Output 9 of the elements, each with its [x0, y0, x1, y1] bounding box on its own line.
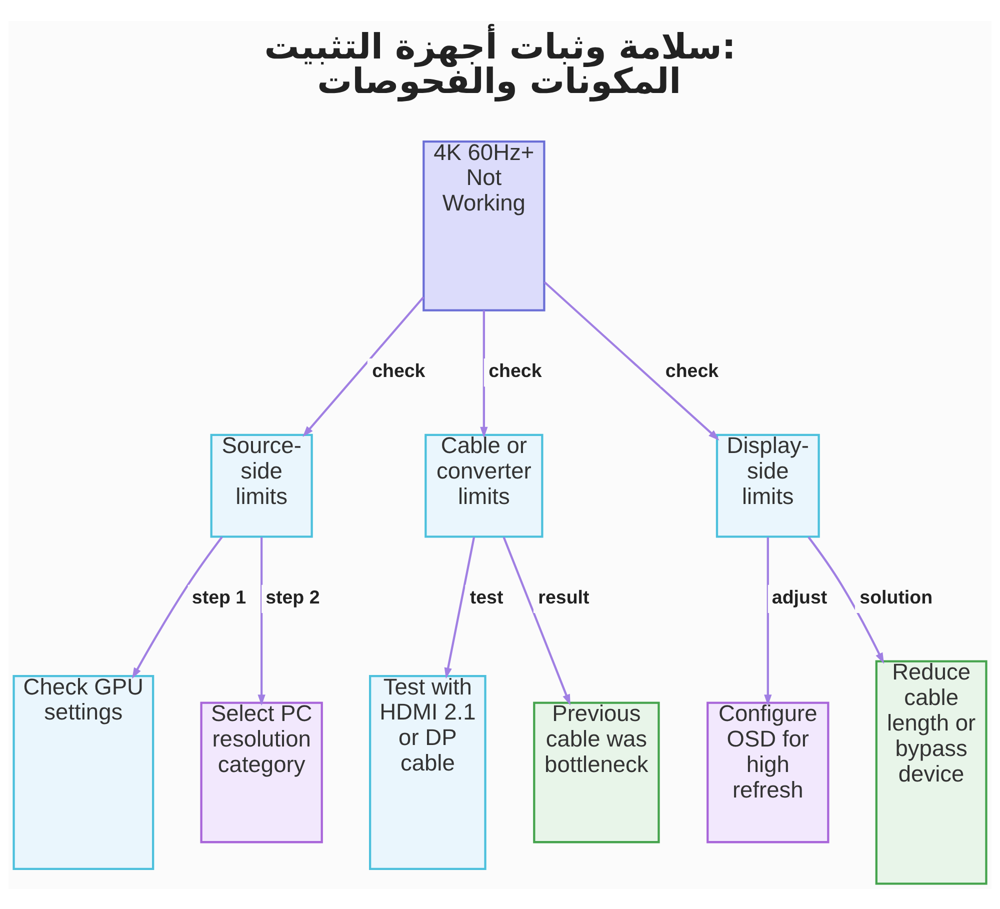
- edge-label: step 2: [266, 586, 320, 607]
- edge-label: check: [665, 359, 719, 380]
- edge-label: adjust: [772, 586, 828, 607]
- edge-label: check: [372, 359, 426, 380]
- edge-label: step 1: [192, 586, 246, 607]
- edge-label: test: [470, 586, 504, 607]
- edge-label: result: [538, 586, 590, 607]
- edge-label: check: [488, 359, 542, 380]
- edge-label: solution: [860, 586, 933, 607]
